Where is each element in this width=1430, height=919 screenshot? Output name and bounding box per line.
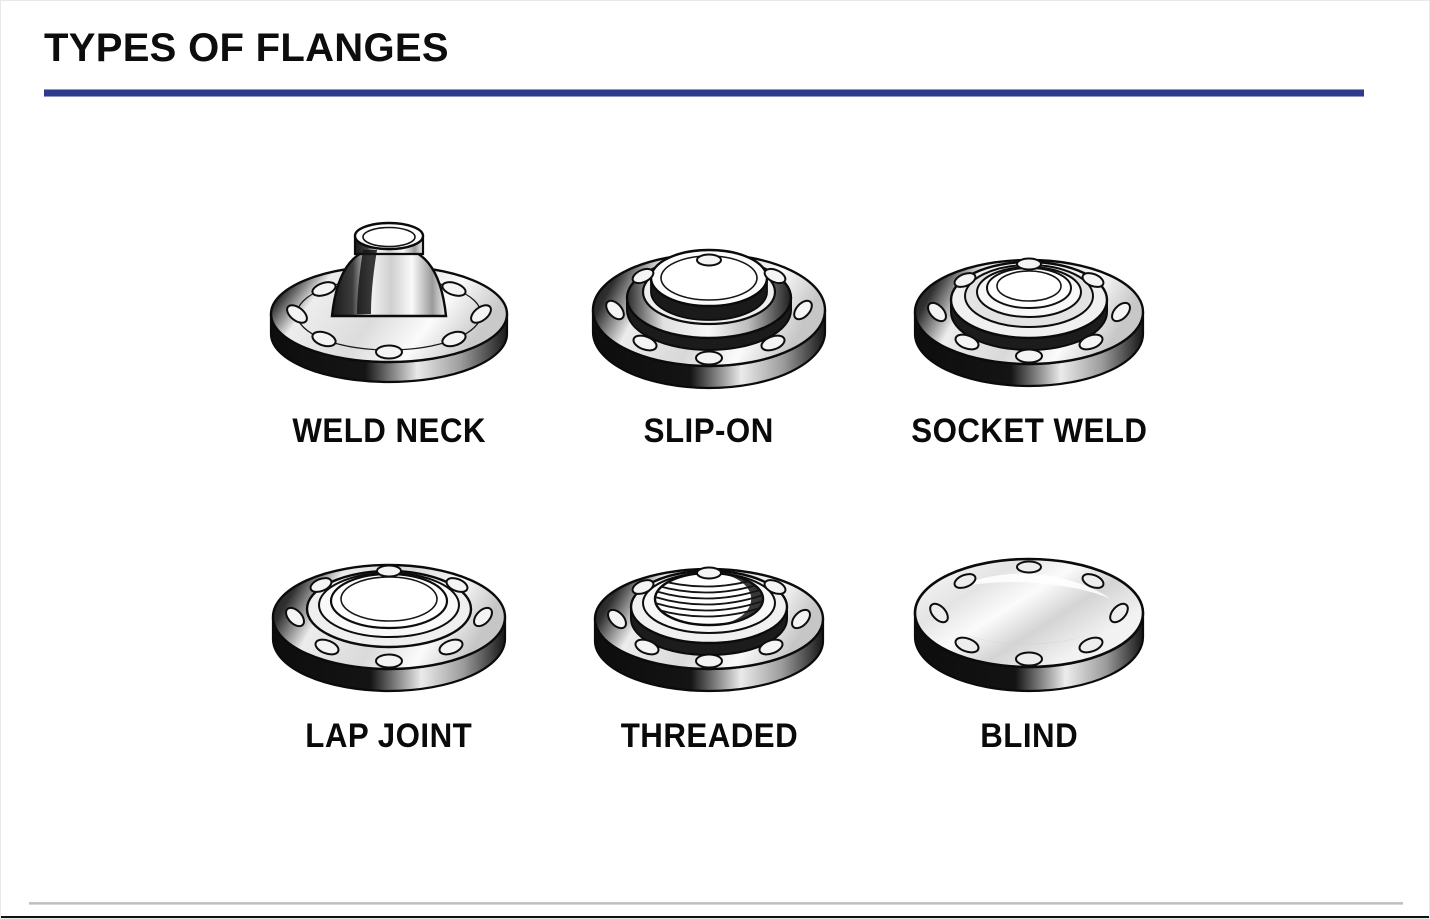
flange-item-socket-weld[interactable]: SOCKET WELD [869,206,1189,521]
flange-item-blind[interactable]: BLIND [869,521,1189,836]
weld-neck-flange-icon [259,206,519,396]
blind-flange-icon [899,521,1159,701]
flange-item-lap-joint[interactable]: LAP JOINT [229,521,549,836]
flange-label: BLIND [980,717,1078,755]
flange-label: THREADED [620,717,798,755]
flange-label: LAP JOINT [305,717,473,755]
socket-weld-flange-icon [899,206,1159,396]
flange-grid: WELD NECK [229,206,1189,836]
flange-item-weld-neck[interactable]: WELD NECK [229,206,549,521]
lap-joint-flange-icon [259,521,519,701]
threaded-flange-icon [579,521,839,701]
flange-label: WELD NECK [292,412,486,450]
footer-divider [29,902,1403,905]
flange-item-slip-on[interactable]: SLIP-ON [549,206,869,521]
title-underline-rule [44,89,1364,97]
slip-on-flange-icon [579,206,839,396]
flange-item-threaded[interactable]: THREADED [549,521,869,836]
flange-label: SOCKET WELD [910,412,1148,450]
title-block: TYPES OF FLANGES [44,27,1364,69]
flange-label: SLIP-ON [643,412,775,450]
page-title: TYPES OF FLANGES [44,26,449,70]
footer-bar [1,916,1429,918]
